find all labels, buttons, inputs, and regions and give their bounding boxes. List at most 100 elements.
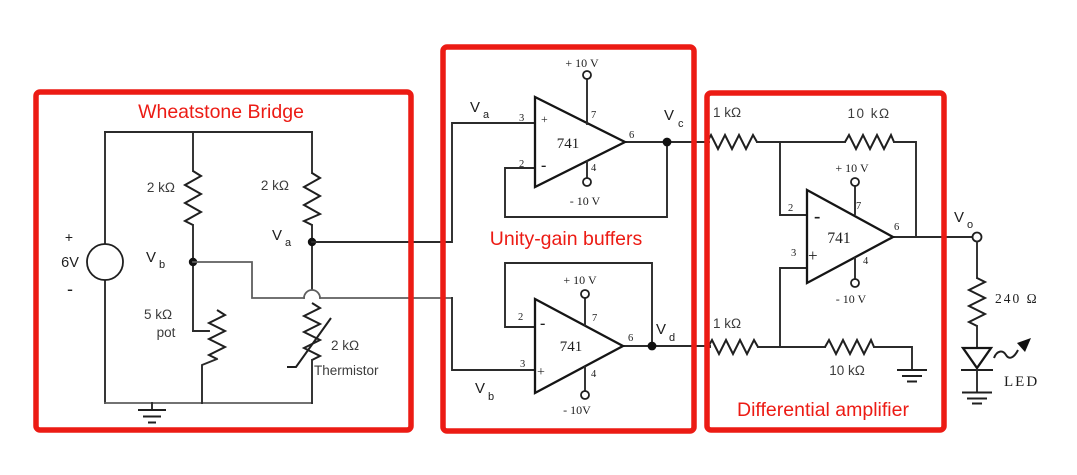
pin-7-label: 7: [856, 201, 861, 212]
wheatstone-bridge-section: + 6V - 2 kΩ 5 kΩ pot 2 kΩ 2 kΩ Thermisto…: [61, 131, 379, 424]
wheatstone-bridge-title: Wheatstone Bridge: [138, 101, 304, 123]
chip-label: 741: [557, 136, 580, 152]
power-terminal: [850, 278, 860, 288]
power-terminal: [580, 289, 590, 299]
node-vd-sub: d: [669, 332, 675, 344]
wire: [201, 357, 219, 404]
node-vo-sub: o: [967, 219, 973, 231]
wire: [873, 346, 913, 371]
led-label: LED: [1004, 374, 1039, 390]
pin-2-label: 2: [519, 159, 524, 170]
pin-4-label: 4: [591, 369, 597, 380]
resistor-1k-bottom-label: 1 kΩ: [713, 316, 741, 331]
pot-value-label: 5 kΩ: [144, 307, 172, 322]
inv-sign: -: [540, 315, 545, 332]
feedback-wire: [504, 141, 668, 218]
thermistor-arrow-icon: [287, 317, 332, 368]
node-vd-label: V: [656, 321, 666, 338]
noninv-sign: +: [537, 365, 545, 380]
power-terminal: [850, 177, 860, 187]
voltage-source-value: 6V: [61, 255, 79, 271]
junction-dot: [647, 341, 657, 351]
ground-symbol: [138, 402, 166, 424]
junction-dot: [662, 137, 672, 147]
noninv-sign: +: [808, 246, 818, 265]
voltage-source-minus: -: [67, 279, 73, 299]
inv-sign: -: [814, 206, 820, 227]
voltage-source-plus: +: [65, 229, 73, 245]
resistor-10k-feedback-label: 10 kΩ: [847, 106, 890, 121]
pin-6-label: 6: [629, 130, 634, 141]
led-diode-triangle: [960, 346, 994, 371]
pin-6-label: 6: [628, 333, 633, 344]
node-vb-sub: b: [159, 259, 165, 271]
unity-gain-buffers-title: Unity-gain buffers: [490, 228, 643, 250]
vb-signal-wire: [192, 261, 305, 299]
vee-label: - 10V: [563, 403, 591, 417]
resistor-2k-left: [182, 170, 204, 226]
chip-label: 741: [827, 230, 850, 247]
unity-gain-buffers-box: [440, 44, 697, 434]
pin-7-label: 7: [592, 313, 597, 324]
led-arrowhead-icon: [1017, 338, 1031, 352]
node-vc-label: V: [664, 107, 674, 124]
thermistor-value-label: 2 kΩ: [331, 338, 359, 353]
node-va-input-label: V: [470, 99, 480, 116]
vb-signal-wire: [451, 297, 536, 371]
opamp-triangle: [805, 188, 896, 285]
voltage-source: [86, 243, 124, 281]
node-vb-input-label: V: [475, 380, 485, 397]
feedback-wire: [504, 262, 653, 347]
pin-4-label: 4: [863, 256, 869, 267]
thermistor-2k: [301, 302, 323, 361]
pin-4-label: 4: [591, 163, 597, 174]
node-vb-input-sub: b: [488, 391, 494, 403]
led-output-section: V o 240 Ω LED: [954, 209, 1039, 405]
resistor-10k-ground-label: 10 kΩ: [829, 363, 865, 378]
pin-2-label: 2: [788, 203, 793, 214]
opamp-triangle: [533, 95, 628, 189]
thermistor-name-label: Thermistor: [314, 363, 379, 378]
resistor-10k-ground: [824, 337, 875, 357]
wire-hop-arc: [303, 289, 321, 299]
power-terminal: [582, 70, 592, 80]
chip-label: 741: [560, 339, 583, 355]
noninv-sign: +: [541, 112, 548, 126]
differential-amplifier-title: Differential amplifier: [737, 399, 909, 421]
resistor-1k-top: [706, 132, 758, 152]
led-arrow-icon: [993, 349, 1019, 359]
node-vb-label: V: [146, 249, 156, 266]
wheatstone-bridge-box: [33, 89, 414, 433]
pin-2-label: 2: [518, 312, 523, 323]
ground-bars: [962, 391, 992, 405]
pin-3-label: 3: [520, 359, 525, 370]
ground-bars: [138, 409, 166, 424]
resistor-2k-right: [301, 172, 323, 226]
resistor-2k-left-label: 2 kΩ: [147, 180, 175, 195]
vcc-label: + 10 V: [565, 56, 599, 70]
ground-symbol: [897, 369, 927, 383]
power-terminal: [582, 177, 592, 187]
vee-label: - 10 V: [836, 292, 867, 306]
potentiometer-5k: [206, 309, 228, 360]
node-vo-label: V: [954, 209, 964, 226]
resistor-1k-top-label: 1 kΩ: [713, 105, 741, 120]
node-va-sub: a: [285, 237, 292, 249]
pin-6-label: 6: [894, 222, 899, 233]
node-va-label: V: [272, 227, 282, 244]
differential-amplifier-box: [704, 90, 947, 433]
opamp-buffer1: + 10 V - 10 V 3 + 2 - 741 7 4 6 V a V c: [470, 56, 710, 218]
node-vc-sub: c: [678, 118, 684, 130]
va-signal-wire: [311, 122, 536, 243]
opamp-triangle: [533, 297, 626, 395]
pin-3-label: 3: [519, 113, 524, 124]
feedback-wire: [893, 141, 917, 237]
noninverting-input-wire: [779, 267, 808, 348]
ground-bars: [897, 369, 927, 383]
inverting-input-wire: [779, 141, 808, 216]
resistor-240-label: 240 Ω: [995, 291, 1039, 306]
pot-name-label: pot: [157, 325, 176, 340]
power-terminal: [580, 390, 590, 400]
node-va-input-sub: a: [483, 109, 490, 121]
